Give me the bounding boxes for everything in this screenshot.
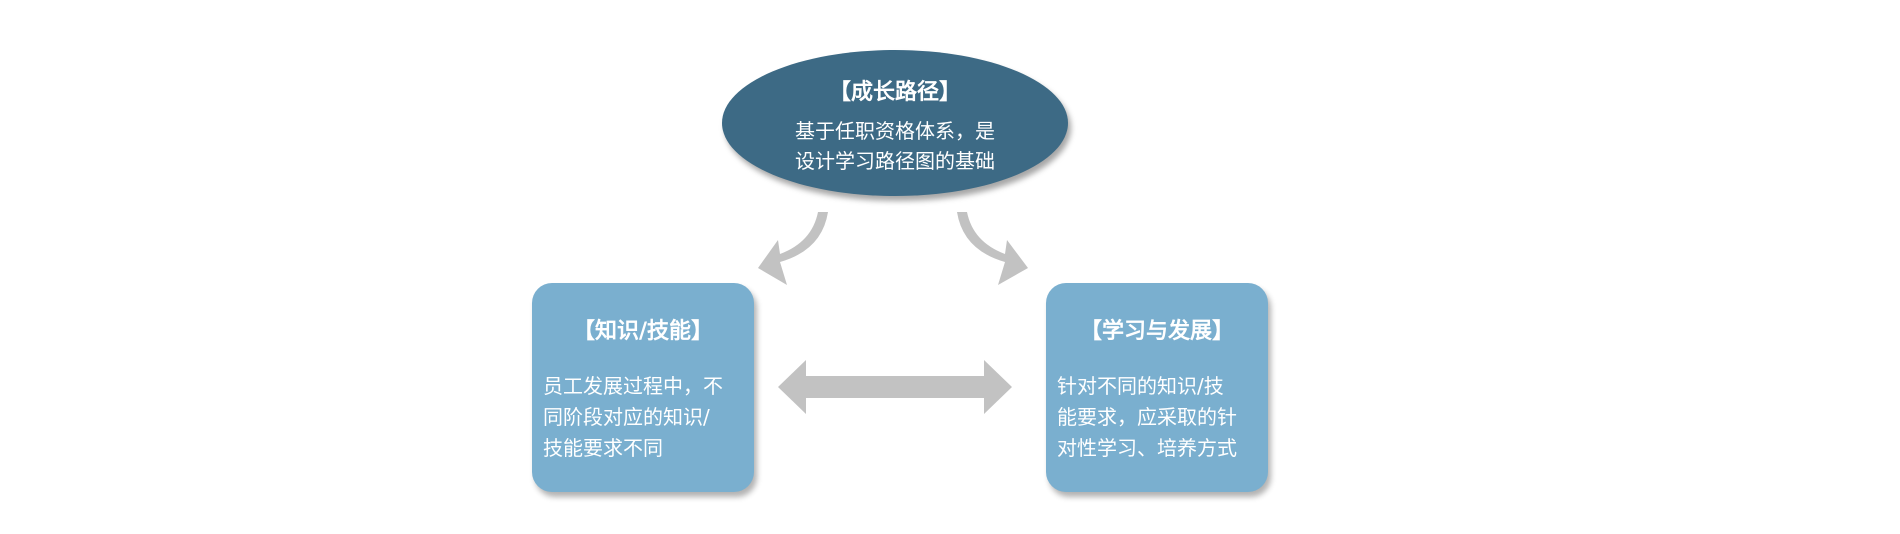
curved-arrow-right [957, 212, 1028, 285]
curved-arrow-left [758, 212, 828, 285]
double-arrow [778, 360, 1012, 414]
learning-development-description: 针对不同的知识/技 能要求，应采取的针 对性学习、培养方式 [1057, 371, 1260, 464]
knowledge-skills-node: 【知识/技能】 员工发展过程中，不 同阶段对应的知识/ 技能要求不同 [532, 283, 754, 492]
learning-development-node: 【学习与发展】 针对不同的知识/技 能要求，应采取的针 对性学习、培养方式 [1046, 283, 1268, 492]
knowledge-skills-description: 员工发展过程中，不 同阶段对应的知识/ 技能要求不同 [543, 371, 746, 464]
growth-path-line-1: 基于任职资格体系，是 [795, 119, 995, 143]
learning-development-line-2: 能要求，应采取的针 [1057, 405, 1237, 429]
knowledge-skills-line-3: 技能要求不同 [543, 436, 663, 460]
growth-path-description: 基于任职资格体系，是 设计学习路径图的基础 [762, 116, 1028, 176]
learning-development-line-1: 针对不同的知识/技 [1057, 374, 1224, 398]
knowledge-skills-title: 【知识/技能】 [572, 319, 714, 344]
growth-path-node: 【成长路径】 基于任职资格体系，是 设计学习路径图的基础 [722, 50, 1068, 196]
knowledge-skills-line-1: 员工发展过程中，不 [543, 374, 723, 398]
learning-development-line-3: 对性学习、培养方式 [1057, 436, 1237, 460]
knowledge-skills-line-2: 同阶段对应的知识/ [543, 405, 710, 429]
learning-development-title: 【学习与发展】 [1079, 319, 1234, 344]
growth-path-title: 【成长路径】 [828, 80, 961, 105]
growth-path-line-2: 设计学习路径图的基础 [795, 149, 995, 173]
